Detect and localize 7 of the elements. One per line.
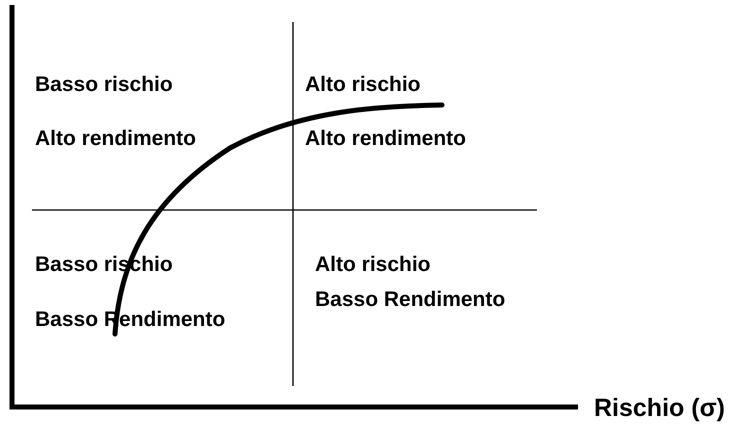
quadrant-label: Alto rendimento xyxy=(305,128,466,149)
quadrant-label: Alto rendimento xyxy=(35,128,196,149)
axis-title: Rischio (σ) xyxy=(594,396,725,421)
quadrant-label: Basso Rendimento xyxy=(315,289,506,310)
quadrant-label: Alto rischio xyxy=(305,74,421,95)
quadrant-label: Alto rischio xyxy=(315,254,431,275)
quadrant-label: Basso rischio xyxy=(35,74,173,95)
